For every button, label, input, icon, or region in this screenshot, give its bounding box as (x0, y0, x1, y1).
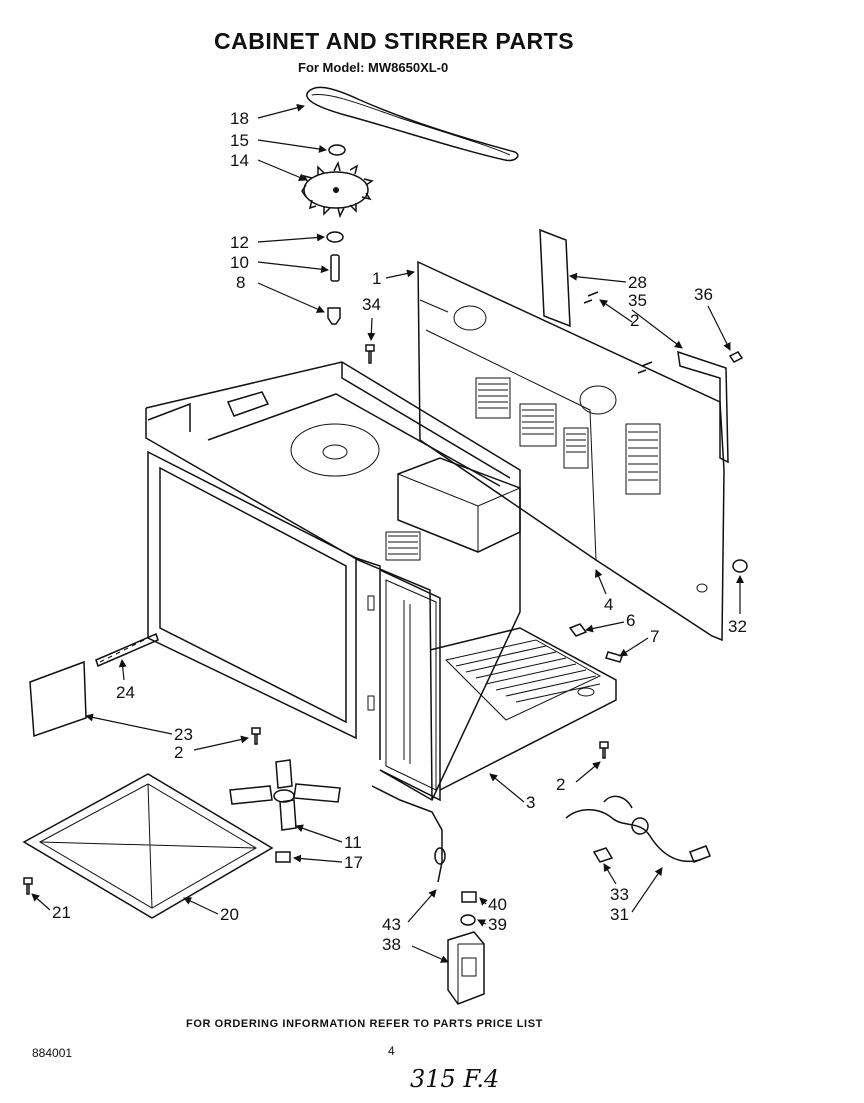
clip-6 (568, 623, 588, 637)
callout-label-36: 36 (694, 285, 713, 304)
callout-leader-3 (489, 773, 525, 803)
retainer-clip (328, 144, 346, 156)
callout-label-23: 23 (174, 725, 193, 744)
callout-leader-31 (631, 867, 663, 913)
callout-leader-39 (477, 919, 487, 927)
page-number: 4 (388, 1044, 395, 1058)
callout-label-3: 3 (526, 793, 535, 812)
callout-label-12: 12 (230, 233, 249, 252)
screw-7 (605, 651, 623, 663)
callout-label-32: 32 (728, 617, 747, 636)
callout-label-20: 20 (220, 905, 239, 924)
callout-label-34: 34 (362, 295, 381, 314)
handwritten-note: 315 F.4 (410, 1065, 500, 1093)
callout-leader-1 (385, 269, 415, 279)
callout-label-15: 15 (230, 131, 249, 150)
cover-plate (539, 228, 571, 328)
callout-leader-10 (257, 261, 329, 274)
callout-leader-36 (707, 305, 731, 351)
callout-leader-2 (575, 761, 601, 783)
callout-leader-28 (569, 272, 627, 283)
bearing (327, 307, 341, 325)
nut-17 (275, 851, 291, 863)
callout-label-14: 14 (230, 151, 249, 170)
callout-leader-12 (257, 233, 325, 243)
ordering-note: FOR ORDERING INFORMATION REFER TO PARTS … (186, 1018, 543, 1030)
stirrer-blade (229, 759, 341, 831)
callout-leader-35 (631, 309, 683, 349)
callout-label-21: 21 (52, 903, 71, 922)
callout-label-33: 33 (610, 885, 629, 904)
bracket-36 (677, 350, 729, 464)
callout-leader-21 (31, 893, 51, 911)
hinge-strip-24 (95, 632, 159, 668)
document-number: 884001 (32, 1046, 73, 1060)
callout-leader-24 (118, 659, 127, 681)
callout-label-39: 39 (488, 915, 507, 934)
callout-label-6: 6 (626, 611, 635, 630)
page-title: CABINET AND STIRRER PARTS (214, 28, 575, 54)
nut-32 (732, 559, 748, 573)
strain-relief-33 (592, 847, 614, 863)
callout-label-24: 24 (116, 683, 135, 702)
thermal-switch-38 (447, 931, 485, 1005)
nut-40 (461, 891, 477, 903)
callout-label-40: 40 (488, 895, 507, 914)
callout-leader-33 (603, 863, 617, 885)
washer-39 (460, 914, 476, 926)
stirrer-belt (306, 86, 519, 162)
callout-leader-7 (619, 637, 649, 657)
callout-leader-17 (293, 854, 343, 863)
callout-label-10: 10 (230, 253, 249, 272)
callout-label-8: 8 (236, 273, 245, 292)
callout-leader-23 (85, 713, 173, 735)
callout-label-31: 31 (610, 905, 629, 924)
callout-label-11: 11 (344, 833, 362, 852)
callout-label-38: 38 (382, 935, 401, 954)
callout-label-7: 7 (650, 627, 659, 646)
callout-label-35: 35 (628, 291, 647, 310)
callout-label-28: 28 (628, 273, 647, 292)
model-subtitle: For Model: MW8650XL-0 (298, 60, 449, 75)
callout-leader-15 (257, 139, 327, 153)
stirrer-pulley (301, 160, 374, 219)
front-frame (147, 450, 441, 802)
callout-leader-18 (257, 103, 305, 119)
screw-34 (365, 344, 375, 364)
side-panel-23 (29, 660, 87, 738)
cabinet-base (429, 627, 617, 791)
callout-label-17: 17 (344, 853, 363, 872)
callout-leader-2 (193, 735, 249, 751)
callout-leader-2 (599, 299, 633, 323)
bottom-tray (22, 773, 274, 919)
callout-label-18: 18 (230, 109, 249, 128)
callout-leader-20 (183, 897, 219, 915)
screw-21 (23, 877, 33, 895)
stirrer-shaft (330, 254, 340, 282)
callout-leader-11 (295, 824, 343, 843)
callout-leader-34 (367, 317, 376, 341)
washer (326, 231, 344, 243)
callout-label-4: 4 (604, 595, 613, 614)
sensor-probe (371, 785, 443, 883)
callout-leader-38 (411, 945, 449, 963)
callout-label-43: 43 (382, 915, 401, 934)
callout-leader-14 (257, 159, 307, 181)
callout-label-1: 1 (372, 269, 381, 288)
power-cord (565, 795, 711, 863)
callout-label-2: 2 (556, 775, 565, 794)
callout-leader-4 (595, 569, 607, 595)
back-panel (417, 260, 725, 642)
callout-leader-40 (479, 897, 488, 906)
callout-leader-6 (585, 621, 625, 633)
callout-label-2: 2 (630, 311, 639, 330)
callout-label-2: 2 (174, 743, 183, 762)
callout-leader-43 (407, 889, 437, 923)
callout-leader-8 (257, 282, 325, 313)
cabinet-body (145, 361, 521, 802)
